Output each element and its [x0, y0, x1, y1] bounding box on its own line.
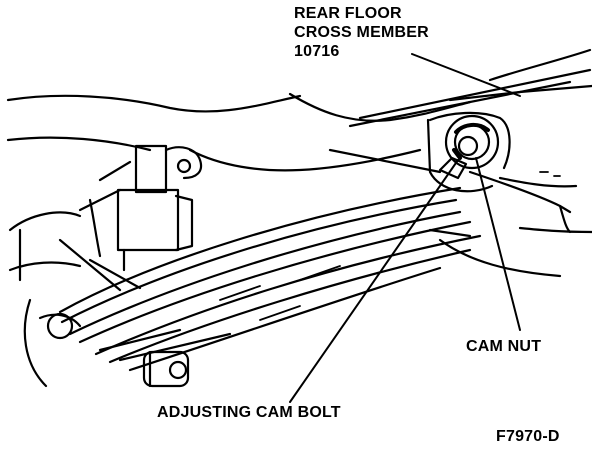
spring-eye [142, 350, 190, 388]
adjusting-cam-bolt-label: ADJUSTING CAM BOLT [157, 404, 341, 421]
leaf-spring [58, 186, 482, 372]
axle-housing [8, 160, 142, 388]
figure-id-label: F7970-D [496, 428, 560, 445]
cam-nut-label: CAM NUT [466, 338, 542, 355]
label-line-3: 10716 [294, 43, 340, 60]
label-line-2: CROSS MEMBER [294, 24, 429, 41]
detail-marks [219, 171, 561, 321]
cam-nut-icon [444, 114, 500, 170]
leader-lines [289, 53, 521, 403]
shock-absorber [116, 144, 203, 272]
label-line-1: REAR FLOOR [294, 5, 402, 22]
cross-member-bracket [426, 111, 592, 278]
adjusting-cam-bolt-icon [438, 156, 468, 180]
rear-floor-cross-member-label: REAR FLOOR CROSS MEMBER 10716 [294, 4, 429, 61]
floor-pan [6, 48, 592, 174]
